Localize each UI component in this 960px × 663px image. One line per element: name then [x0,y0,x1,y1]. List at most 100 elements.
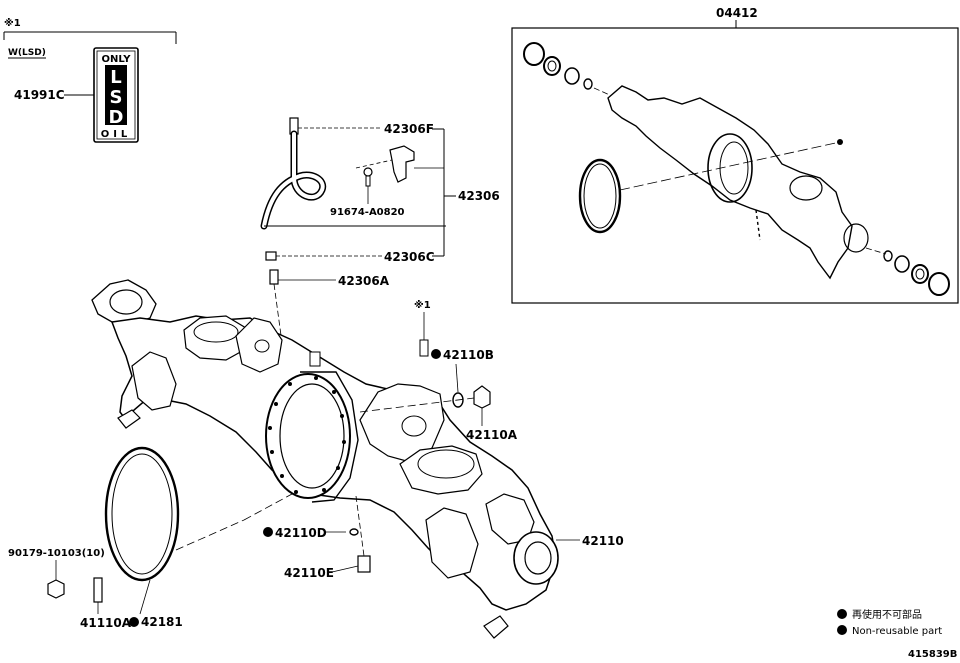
diff-cover-gasket-inner [111,453,173,575]
kit-seal-left-inner [547,60,557,72]
legend-line-1: 再使用不可部品 [852,608,922,621]
part-label-04412[interactable]: 04412 [716,6,758,20]
leader-42110E [331,565,359,573]
plug-42110E [357,555,371,573]
axle-housing [91,279,559,639]
right-lower-bracket [425,507,479,579]
lsd-label-sticker [419,339,429,357]
breather-clamp [389,145,415,183]
tag-letter-s: S [110,87,123,108]
breather-group: 42306F 42306 91674-A0820 42306C 42306A [260,117,500,373]
kit-axis-left [593,87,613,97]
kit-housing-ring [707,133,753,203]
nut-90179 [47,579,65,599]
cover-group: 41110A 90179-10103(10) 42181 [8,446,293,630]
left-axle-stub [117,409,141,429]
kit-04412-group: 04412 [511,6,959,304]
diff-cover-gasket [104,446,180,582]
figure-id: 415839B [908,649,957,660]
breather-plug-a [269,269,279,285]
drain-axis [355,495,365,557]
legend-dot-1 [837,609,847,619]
part-label-42110[interactable]: 42110 [582,534,624,548]
kit-right-flange [843,223,869,253]
right-upper-bracket [485,493,535,545]
left-shock-bracket [235,317,283,373]
housing-vent-boss [309,351,321,367]
nonreusable-dot-42181 [129,617,139,627]
bolt-91674-shank [365,175,371,187]
part-label-90179[interactable]: 90179-10103(10) [8,548,105,559]
part-label-42306[interactable]: 42306 [458,189,500,203]
clamp-dash [355,159,393,169]
kit-seal-left [543,56,561,76]
part-label-42181[interactable]: 42181 [141,615,183,629]
left-spring-pad-top [193,321,239,343]
legend: 再使用不可部品 Non-reusable part [837,608,942,637]
tag-letter-d: D [109,107,124,128]
part-label-42110B[interactable]: 42110B [443,348,494,362]
lsd-oil-tag: ONLY L S D OIL [93,47,139,143]
lsd-note-group: ※1 W(LSD) 41991C ONLY L S D OIL [3,17,177,143]
part-label-42306F[interactable]: 42306F [384,122,434,136]
kit-hub [789,175,823,201]
diff-ring-bolts [268,376,346,494]
right-flange-inner [524,541,552,575]
note-marker-top: ※1 [4,17,21,29]
housing-label-group: 42110 [556,534,624,548]
part-label-42306A[interactable]: 42306A [338,274,390,288]
center-bracket-hole [401,415,427,437]
part-label-42306C[interactable]: 42306C [384,250,435,264]
kit-seal-right-inner [915,268,925,280]
left-flange-face [109,289,143,315]
note-marker-mid: ※1 [414,299,431,311]
diff-housing-ring [265,373,351,499]
nonreusable-dot-42110B [431,349,441,359]
plug-42110A-axis [359,397,475,413]
kit-oring-right [928,272,950,296]
kit-gasket-inner [583,163,617,229]
breather-hose-inner [262,132,325,228]
plug-group: ※1 42110B 42110A 42110D 42110E [263,299,518,580]
tag-letter-l: L [110,67,121,88]
kit-bearing-right [894,255,910,273]
left-lower-bracket [131,351,177,411]
tag-only-text: ONLY [102,54,132,65]
right-axle-stub [483,615,509,639]
kit-seal-right [911,264,929,284]
kit-washer-left [583,78,593,90]
kit-gasket-axis [619,141,841,191]
kit-housing [607,85,853,280]
left-shock-hole [254,339,270,353]
kit-gasket [578,158,622,234]
right-flange [513,531,559,585]
kit-box [511,27,959,304]
cover-axis-line [175,519,245,551]
leader-42110B [455,363,459,393]
part-label-42110A[interactable]: 42110A [466,428,518,442]
legend-line-2: Non-reusable part [852,626,942,637]
breather-fitting-c [265,251,277,261]
nonreusable-dot-42110D [263,527,273,537]
plug-42110A [473,385,491,409]
kit-bearing-left [564,67,580,85]
part-label-42110D[interactable]: 42110D [275,526,327,540]
part-label-41110A[interactable]: 41110A [80,616,132,630]
kit-washer-right [883,250,893,262]
cover-axis-line-2 [243,493,293,521]
part-label-42110E[interactable]: 42110E [284,566,334,580]
bolt-91674 [363,167,373,177]
leader-42181 [139,579,151,615]
kit-bolt-dot [837,139,843,145]
part-label-91674[interactable]: 91674-A0820 [330,207,405,218]
part-label-41991C[interactable]: 41991C [14,88,65,102]
diff-bowl [300,371,359,503]
legend-dot-2 [837,625,847,635]
diff-housing-ring-inner [279,383,345,489]
gasket-42110B [452,392,464,408]
kit-axis-right [865,247,887,255]
right-spring-pad-top [417,449,475,479]
kit-oring-left [523,42,545,66]
left-spring-seat [91,279,157,325]
